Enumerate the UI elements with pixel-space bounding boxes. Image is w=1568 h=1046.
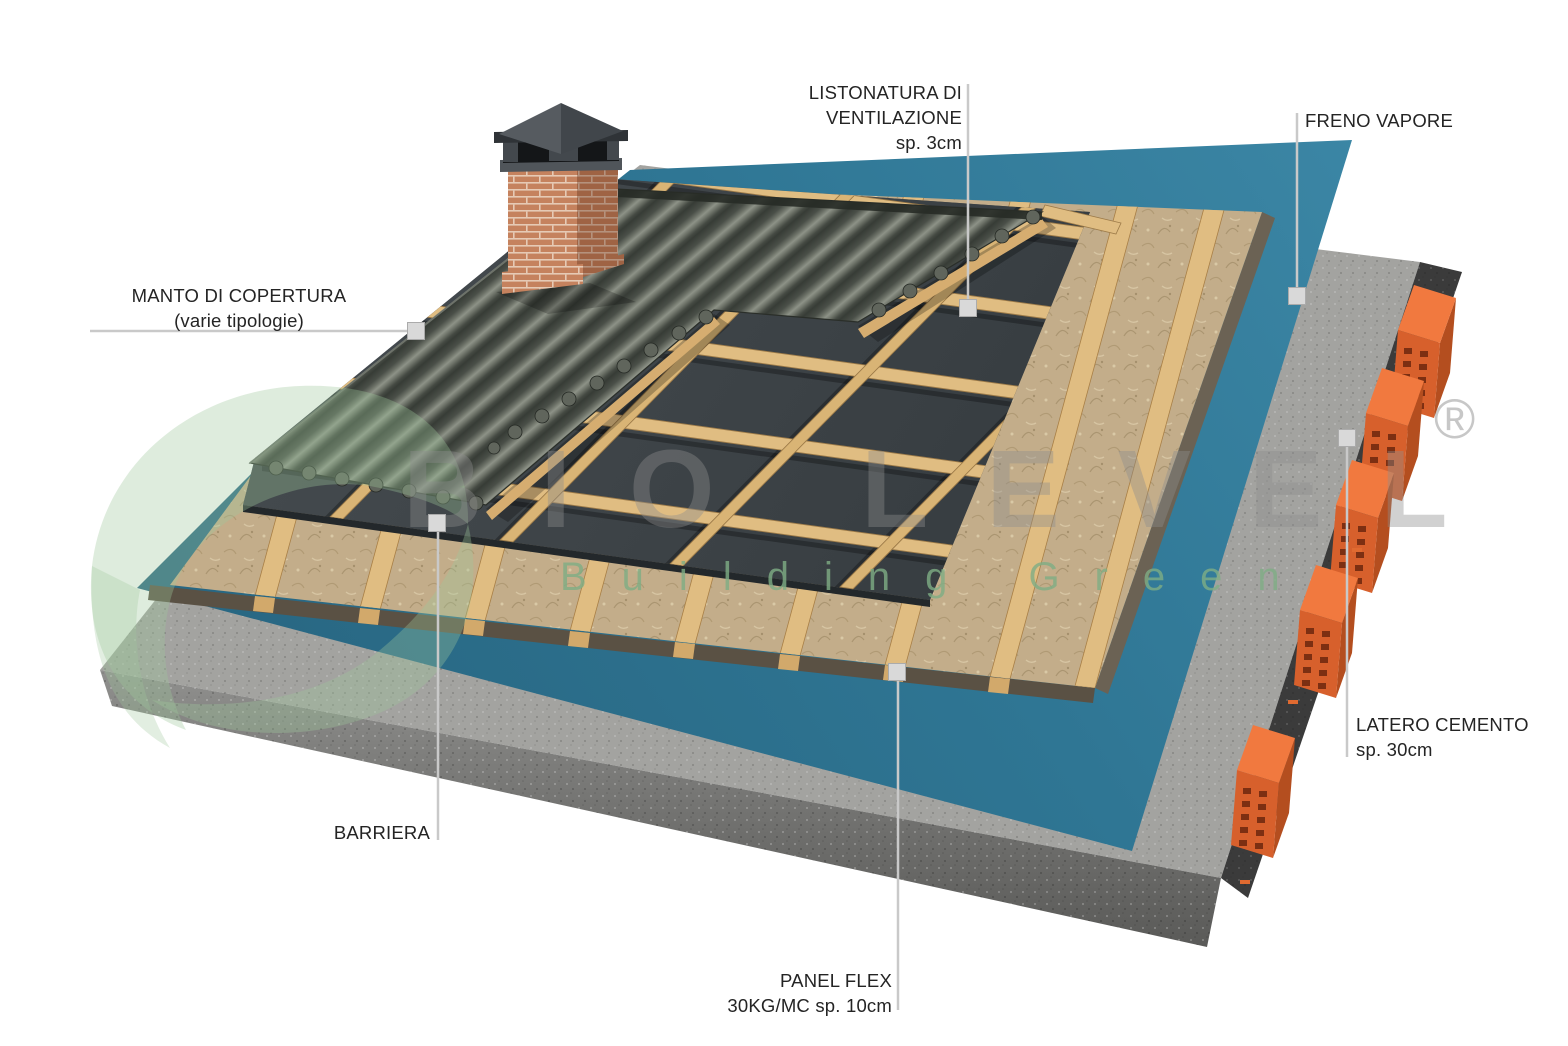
watermark-brand-text: BIO LEVEL — [403, 428, 1506, 551]
label-latero-cemento: LATERO CEMENTO sp. 30cm — [1356, 712, 1529, 762]
leader-marker-manto — [407, 322, 425, 340]
joist-end-faces — [253, 596, 1010, 694]
leader-marker-panel — [888, 663, 906, 681]
leaf-watermark-stem — [91, 566, 170, 748]
label-panel-flex: PANEL FLEX 30KG/MC sp. 10cm — [600, 968, 892, 1018]
label-latero-line2: sp. 30cm — [1356, 739, 1433, 760]
leader-markers — [407, 287, 1356, 681]
label-panel-line2: 30KG/MC sp. 10cm — [727, 995, 892, 1016]
leader-marker-barriera — [428, 514, 446, 532]
corrugation-ends — [268, 209, 1041, 511]
leader-marker-freno — [1288, 287, 1306, 305]
chimney-shaft-front — [508, 165, 577, 293]
block-pin — [1288, 700, 1298, 704]
leaf-watermark-swoosh — [152, 524, 474, 734]
block-pin — [1352, 548, 1362, 552]
label-freno-vapore: FRENO VAPORE — [1305, 108, 1453, 133]
label-barriera: BARRIERA — [230, 820, 430, 845]
label-listonatura: LISTONATURA DI VENTILAZIONE sp. 3cm — [700, 80, 962, 155]
leader-marker-listonatura — [959, 299, 977, 317]
chimney — [494, 103, 636, 314]
leaf-watermark-blade — [90, 385, 469, 730]
clay-blocks — [1231, 285, 1456, 884]
label-freno-line1: FRENO VAPORE — [1305, 110, 1454, 131]
label-latero-line1: LATERO CEMENTO — [1356, 714, 1529, 735]
top-right-batten — [1039, 204, 1122, 235]
label-manto-di-copertura: MANTO DI COPERTURA (varie tipologie) — [115, 283, 363, 333]
leader-marker-latero — [1338, 429, 1356, 447]
label-listonatura-line3: sp. 3cm — [895, 132, 962, 153]
label-listonatura-line2: VENTILAZIONE — [825, 107, 962, 128]
watermark-tagline-text: Building Green — [560, 555, 1315, 599]
chimney-base-course-right — [583, 254, 624, 277]
watermark: BIO LEVEL ® Building Green — [90, 385, 1506, 748]
chimney-base-course-front — [502, 264, 583, 294]
chimney-cap-pyramid-left — [499, 103, 561, 154]
block-pin — [1240, 880, 1250, 884]
chimney-shaft-right — [577, 163, 618, 276]
leader-lines — [90, 84, 1349, 1010]
sheet-ridge-shadow — [598, 188, 1042, 220]
insulation-bottom-edge — [148, 585, 1095, 703]
manto-di-copertura — [248, 187, 1056, 522]
chimney-cap-pyramid-right — [561, 103, 623, 154]
label-manto-line2: (varie tipologie) — [174, 310, 304, 331]
watermark-registered-icon: ® — [1434, 387, 1475, 450]
label-panel-line1: PANEL FLEX — [779, 970, 892, 991]
label-listonatura-line1: LISTONATURA DI — [808, 82, 962, 103]
membrane-bottom-lip — [243, 505, 930, 607]
label-barriera-line1: BARRIERA — [333, 822, 430, 843]
label-manto-line1: MANTO DI COPERTURA — [131, 285, 347, 306]
insulation-right-edge — [1095, 212, 1275, 694]
